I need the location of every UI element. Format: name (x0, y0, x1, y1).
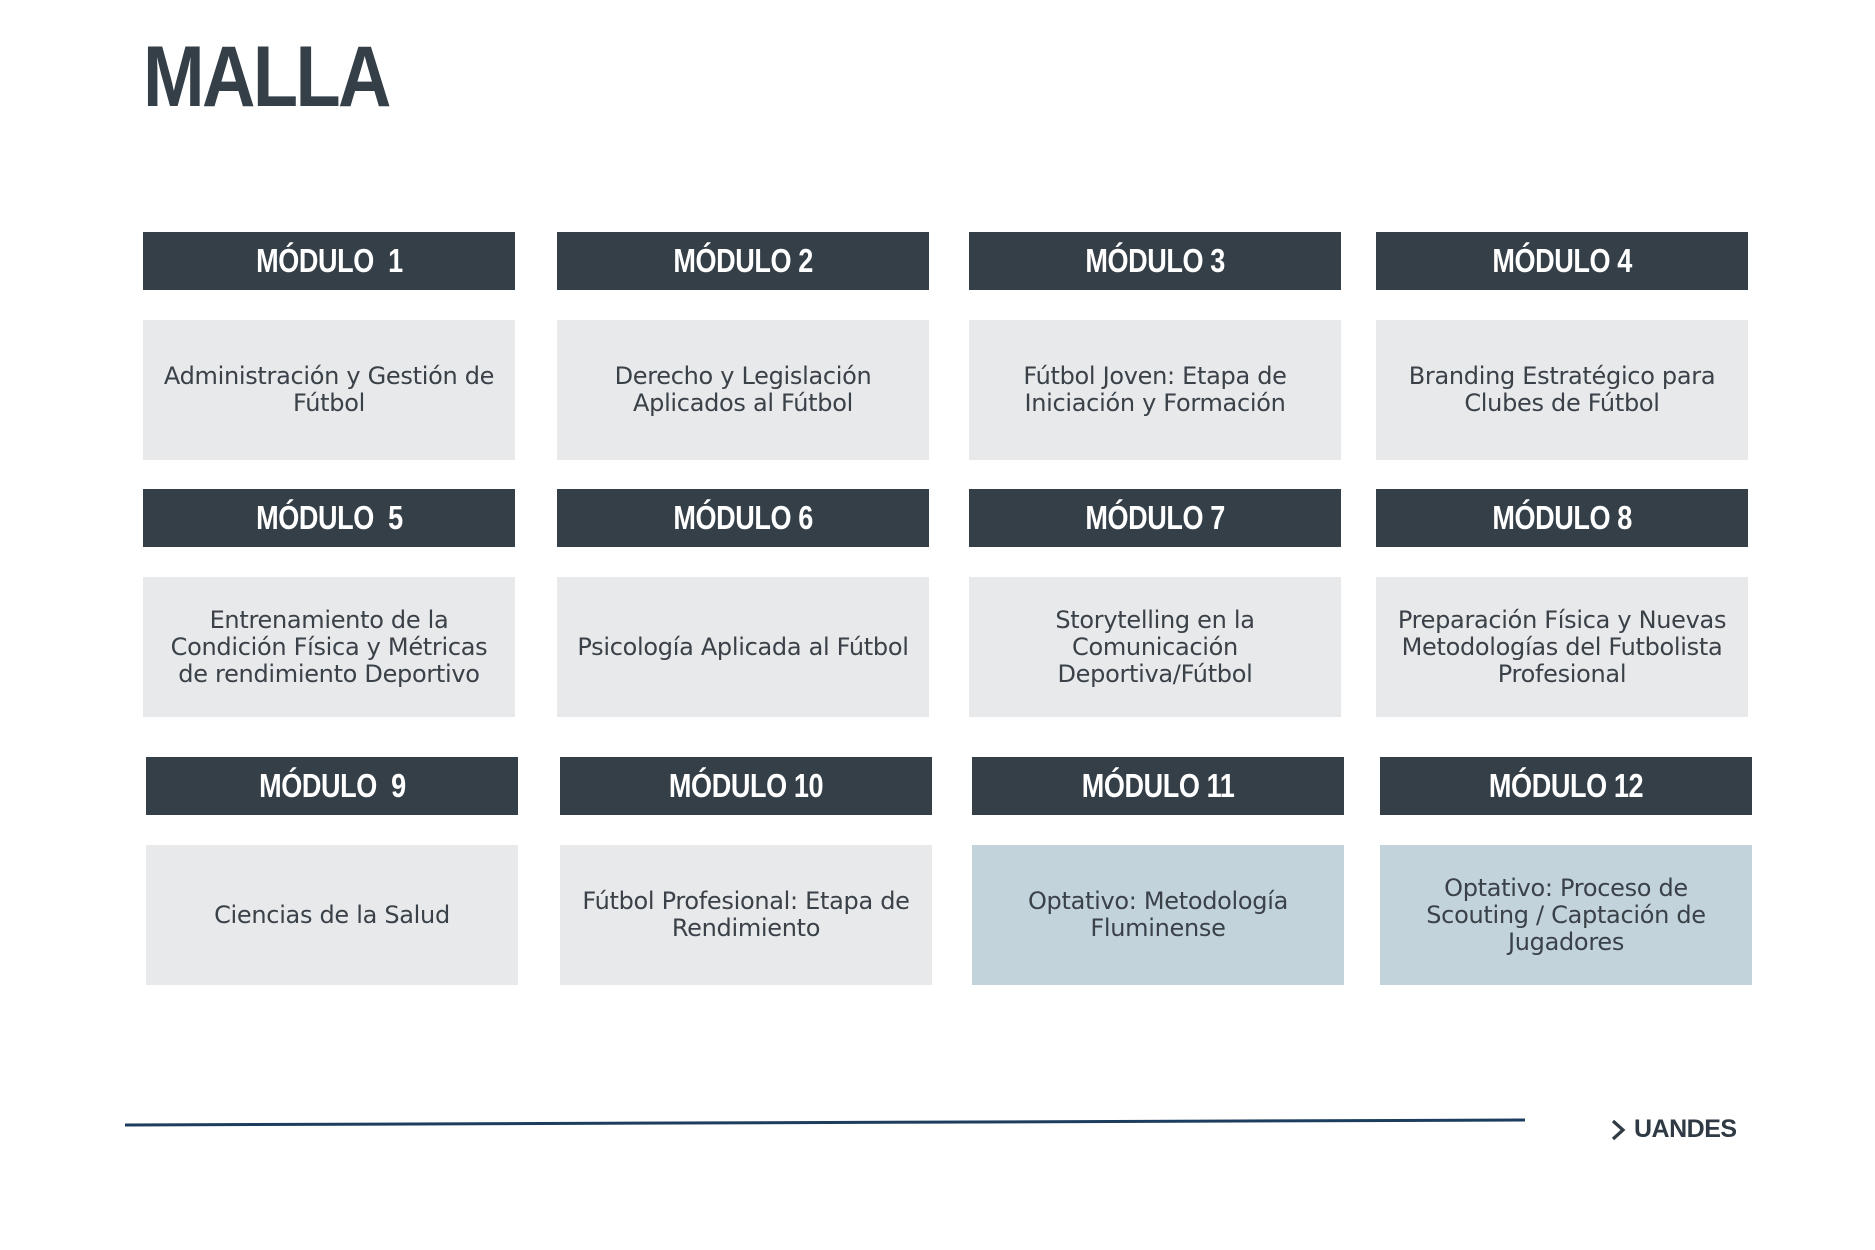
module-body: Branding Estratégico para Clubes de Fútb… (1376, 320, 1748, 460)
module-card: MÓDULO 2 Derecho y Legislación Aplicados… (557, 232, 929, 460)
module-card: MÓDULO 1 Administración y Gestión de Fút… (143, 232, 515, 460)
module-header: MÓDULO 6 (557, 489, 929, 547)
module-label: MÓDULO 7 (1085, 499, 1225, 536)
module-body: Entrenamiento de la Condición Física y M… (143, 577, 515, 717)
footer-divider (124, 1118, 1526, 1127)
module-card: MÓDULO 8 Preparación Física y Nuevas Met… (1376, 489, 1748, 717)
module-header: MÓDULO 4 (1376, 232, 1748, 290)
module-card: MÓDULO 9 Ciencias de la Salud (146, 757, 518, 985)
module-label: MÓDULO 11 (1081, 767, 1235, 804)
module-header: MÓDULO 5 (143, 489, 515, 547)
module-header: MÓDULO 3 (969, 232, 1341, 290)
module-label: MÓDULO 5 (255, 499, 403, 536)
module-label: MÓDULO 12 (1488, 767, 1644, 804)
module-body: Optativo: Metodología Fluminense (972, 845, 1344, 985)
module-card: MÓDULO 10 Fútbol Profesional: Etapa de R… (560, 757, 932, 985)
module-header: MÓDULO 11 (972, 757, 1344, 815)
module-header: MÓDULO 10 (560, 757, 932, 815)
module-body: Storytelling en la Comunicación Deportiv… (969, 577, 1341, 717)
page-title: MALLA (143, 29, 391, 125)
module-body: Psicología Aplicada al Fútbol (557, 577, 929, 717)
module-body: Administración y Gestión de Fútbol (143, 320, 515, 460)
module-label: MÓDULO 1 (255, 242, 403, 279)
module-header: MÓDULO 7 (969, 489, 1341, 547)
module-body: Fútbol Profesional: Etapa de Rendimiento (560, 845, 932, 985)
brand-logo: UANDES (1610, 1115, 1737, 1144)
chevron-right-icon (1611, 1119, 1626, 1140)
module-header: MÓDULO 8 (1376, 489, 1748, 547)
module-label: MÓDULO 2 (673, 242, 813, 279)
module-card: MÓDULO 7 Storytelling en la Comunicación… (969, 489, 1341, 717)
module-label: MÓDULO 10 (668, 767, 824, 804)
module-header: MÓDULO 9 (146, 757, 518, 815)
module-label: MÓDULO 8 (1492, 499, 1632, 536)
module-card: MÓDULO 4 Branding Estratégico para Clube… (1376, 232, 1748, 460)
module-label: MÓDULO 4 (1492, 242, 1632, 279)
module-body: Fútbol Joven: Etapa de Iniciación y Form… (969, 320, 1341, 460)
module-card-optional: MÓDULO 11 Optativo: Metodología Fluminen… (972, 757, 1344, 985)
module-card: MÓDULO 5 Entrenamiento de la Condición F… (143, 489, 515, 717)
module-body: Ciencias de la Salud (146, 845, 518, 985)
module-body: Derecho y Legislación Aplicados al Fútbo… (557, 320, 929, 460)
module-label: MÓDULO 6 (673, 499, 813, 536)
module-header: MÓDULO 1 (143, 232, 515, 290)
module-card: MÓDULO 3 Fútbol Joven: Etapa de Iniciaci… (969, 232, 1341, 460)
module-label: MÓDULO 3 (1085, 242, 1225, 279)
module-body: Preparación Física y Nuevas Metodologías… (1376, 577, 1748, 717)
module-body: Optativo: Proceso de Scouting / Captació… (1380, 845, 1752, 985)
footer-divider-line (124, 1118, 1526, 1127)
module-header: MÓDULO 2 (557, 232, 929, 290)
brand-name: UANDES (1634, 1115, 1737, 1143)
module-header: MÓDULO 12 (1380, 757, 1752, 815)
module-card-optional: MÓDULO 12 Optativo: Proceso de Scouting … (1380, 757, 1752, 985)
module-card: MÓDULO 6 Psicología Aplicada al Fútbol (557, 489, 929, 717)
module-label: MÓDULO 9 (258, 767, 406, 804)
